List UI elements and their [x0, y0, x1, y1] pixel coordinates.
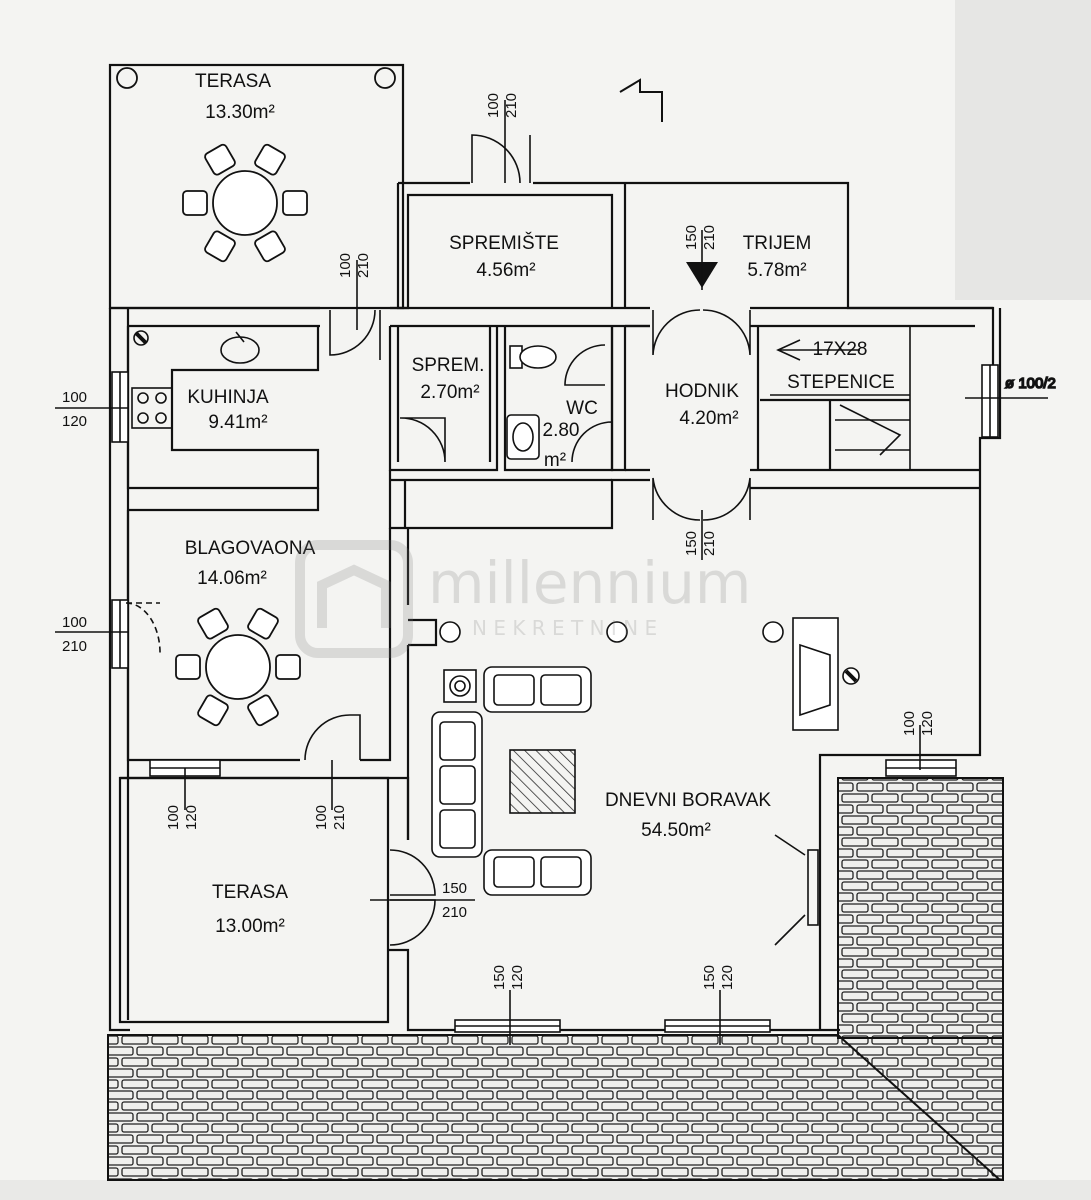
- room-terasa-top-name: TERASA: [195, 71, 271, 92]
- stairs: [770, 326, 911, 470]
- room-blagovaona-area: 14.06m²: [197, 568, 267, 589]
- doors: [125, 134, 819, 946]
- dim-terrace-door-h: 210: [331, 805, 348, 830]
- room-stepenice-size: 17X28: [813, 339, 868, 360]
- dim-dining-door-h: 210: [62, 638, 87, 655]
- dim-dining-window-h: 120: [183, 805, 200, 830]
- dim-living-window2-w: 150: [701, 965, 718, 990]
- dim-living-window1-w: 150: [491, 965, 508, 990]
- dim-living-door-w: 150: [442, 880, 467, 897]
- terrace-posts: [116, 67, 396, 89]
- living-room-furniture: [431, 617, 860, 896]
- watermark-brand: millennium: [428, 549, 751, 617]
- watermark: millennium N E K R E T N I N E: [295, 540, 751, 658]
- dining-set-terrace: [182, 143, 308, 263]
- dimension-leaders: [55, 100, 921, 1045]
- stove-icon: [131, 387, 173, 429]
- room-sprem-area: 2.70m²: [420, 382, 479, 403]
- dim-kitchen-door-w: 100: [337, 253, 354, 278]
- room-sprem-name: SPREM.: [412, 355, 485, 376]
- dim-entry-door-h: 210: [701, 225, 718, 250]
- dim-kitchen-window-w: 100: [62, 389, 87, 406]
- room-trijem-name: TRIJEM: [743, 233, 812, 254]
- dim-terrace-door-w: 100: [313, 805, 330, 830]
- room-blagovaona-name: BLAGOVAONA: [185, 538, 316, 559]
- room-dnevni-area: 54.50m²: [641, 820, 711, 841]
- windows: [111, 364, 999, 1033]
- vent-marker: ø 100/2: [965, 374, 1057, 399]
- dim-side-window-h: 120: [919, 711, 936, 736]
- room-dnevni-name: DNEVNI BORAVAK: [605, 790, 771, 811]
- dim-living-window2-h: 120: [719, 965, 736, 990]
- watermark-sub: N E K R E T N I N E: [472, 616, 657, 640]
- north-arrow-icon: [619, 78, 663, 122]
- dim-dining-window-w: 100: [165, 805, 182, 830]
- dining-set-blagovaona: [175, 607, 301, 727]
- coffee-table: [509, 749, 576, 814]
- dimension-labels: 100 210 100 210 150 210 100 120 100 210 …: [62, 93, 936, 990]
- dim-kitchen-window-h: 120: [62, 413, 87, 430]
- walls: [108, 63, 1002, 1032]
- room-terasa-top-area: 13.30m²: [205, 102, 275, 123]
- room-trijem-area: 5.78m²: [747, 260, 806, 281]
- wc-fixtures: [506, 345, 557, 460]
- dim-side-window-w: 100: [901, 711, 918, 736]
- dim-spremiste-door-h: 210: [503, 93, 520, 118]
- room-terasa-bottom-area: 13.00m²: [215, 916, 285, 937]
- room-terasa-bottom-name: TERASA: [212, 882, 288, 903]
- room-wc-area-value: 2.80: [543, 420, 580, 441]
- dim-entry-door-w: 150: [683, 225, 700, 250]
- dim-living-window1-h: 120: [509, 965, 526, 990]
- room-hodnik-area: 4.20m²: [679, 408, 738, 429]
- room-spremiste-area: 4.56m²: [476, 260, 535, 281]
- room-wc-name: WC: [566, 398, 598, 419]
- room-labels: TERASA 13.30m² SPREMIŠTE 4.56m² TRIJEM 5…: [185, 71, 895, 937]
- dim-kitchen-door-h: 210: [355, 253, 372, 278]
- dim-dining-door-w: 100: [62, 614, 87, 631]
- roof-tiles: [107, 777, 1004, 1181]
- dim-hall-door-w: 150: [683, 531, 700, 556]
- vent-label: ø 100/2: [1005, 375, 1056, 392]
- kitchen-fixtures: [131, 330, 260, 429]
- dim-hall-door-h: 210: [701, 531, 718, 556]
- watermark-logo-icon: [295, 540, 413, 658]
- dim-spremiste-door-w: 100: [485, 93, 502, 118]
- room-wc-area-unit: m²: [544, 450, 566, 471]
- room-kuhinja-area: 9.41m²: [208, 412, 267, 433]
- room-hodnik-name: HODNIK: [665, 381, 739, 402]
- room-stepenice-name: STEPENICE: [787, 372, 895, 393]
- room-kuhinja-name: KUHINJA: [187, 387, 269, 408]
- dim-living-door-h: 210: [442, 904, 467, 921]
- room-spremiste-name: SPREMIŠTE: [449, 232, 559, 254]
